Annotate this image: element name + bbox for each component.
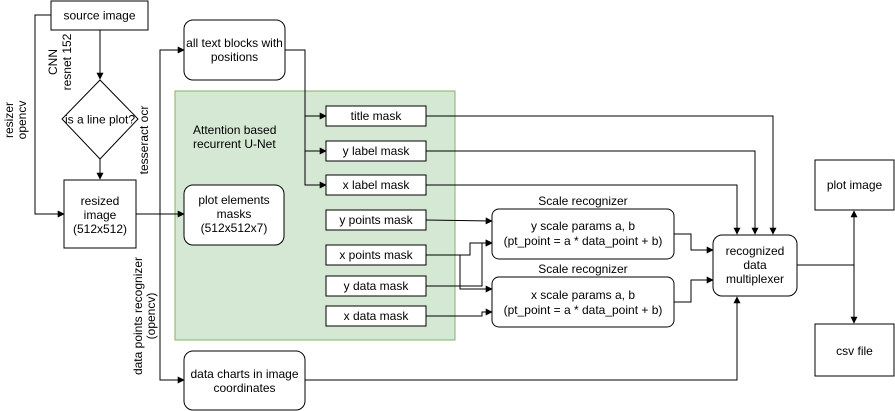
edge-title-mux bbox=[426, 115, 777, 235]
edge-ylabel-mux bbox=[426, 150, 759, 235]
edge-xdata-xscale bbox=[426, 308, 493, 317]
cnn-label-line2: resnet 152 bbox=[60, 33, 74, 90]
resized-image-line1: resized bbox=[81, 194, 120, 208]
x-scale-line1: x scale params a, b bbox=[531, 288, 635, 302]
text-blocks-line2: positions bbox=[211, 50, 258, 64]
resized-image-box bbox=[63, 179, 137, 249]
x-scale-box bbox=[491, 276, 675, 328]
points-recognizer-line1: data points recognizer bbox=[131, 257, 145, 375]
edge-source-resized bbox=[34, 14, 65, 218]
plot-image-box bbox=[814, 159, 895, 211]
edge-resized-datacharts bbox=[159, 214, 185, 384]
y-scale-box bbox=[491, 208, 675, 260]
text-blocks-box bbox=[183, 19, 286, 81]
cnn-label-line1: CNN bbox=[46, 49, 60, 75]
edge-ypoints-yscale bbox=[425, 217, 493, 225]
x-data-mask-box bbox=[325, 305, 427, 327]
y-label-mask-label: y label mask bbox=[343, 144, 411, 158]
multiplexer-line1: recognized bbox=[726, 244, 785, 258]
edge-yscale-mux bbox=[674, 233, 714, 254]
line-plot-classifier bbox=[61, 79, 139, 160]
multiplexer-box bbox=[712, 234, 798, 297]
resized-image-line3: (512x512) bbox=[73, 222, 127, 236]
edge-xlabel-mux bbox=[426, 184, 741, 235]
title-mask-label: title mask bbox=[351, 109, 403, 123]
y-label-mask-box bbox=[325, 140, 427, 162]
data-charts-line2: coordinates bbox=[213, 381, 275, 395]
plot-masks-line3: (512x512x7) bbox=[201, 221, 268, 235]
tesseract-label: tesseract ocr bbox=[137, 106, 151, 175]
y-scale-line1: y scale params a, b bbox=[531, 219, 635, 233]
data-charts-box bbox=[183, 350, 306, 411]
y-data-mask-label: y data mask bbox=[344, 279, 410, 293]
x-scale-header: Scale recognizer bbox=[538, 262, 627, 276]
edge-xscale-mux bbox=[674, 276, 714, 303]
source-image-label: source image bbox=[63, 9, 135, 23]
text-blocks-line1: all text blocks with bbox=[186, 36, 283, 50]
edge-ydata-yscale bbox=[426, 239, 493, 287]
plot-image-label: plot image bbox=[827, 178, 883, 192]
csv-file-box bbox=[814, 323, 895, 377]
y-scale-line2: (pt_point = a * data_point + b) bbox=[504, 234, 663, 248]
resized-image-line2: image bbox=[84, 208, 117, 222]
data-charts-line1: data charts in image bbox=[190, 367, 298, 381]
resizer-label-line1: resizer bbox=[2, 102, 16, 138]
plot-masks-line1: plot elements bbox=[198, 193, 269, 207]
x-points-mask-label: x points mask bbox=[339, 248, 413, 262]
unet-title-line2: recurrent U-Net bbox=[193, 137, 276, 151]
x-data-mask-label: x data mask bbox=[344, 309, 410, 323]
multiplexer-line2: data bbox=[743, 258, 767, 272]
line-plot-classifier-label: is a line plot? bbox=[65, 113, 135, 127]
multiplexer-line3: multiplexer bbox=[726, 272, 784, 286]
points-recognizer-line2: (opencv) bbox=[144, 293, 158, 340]
x-points-mask-box bbox=[325, 244, 427, 266]
edge-resized-textblocks bbox=[136, 46, 185, 215]
resizer-label-line2: opencv bbox=[15, 101, 29, 140]
plot-masks-line2: masks bbox=[217, 207, 252, 221]
title-mask-box bbox=[325, 105, 427, 127]
edge-datacharts-mux bbox=[305, 296, 741, 381]
edge-text-xlabel bbox=[304, 151, 327, 189]
y-points-mask-box bbox=[325, 209, 427, 231]
y-data-mask-box bbox=[325, 275, 427, 297]
y-points-mask-label: y points mask bbox=[339, 213, 413, 227]
edge-xpoints-xscale bbox=[426, 254, 493, 293]
edges bbox=[34, 14, 858, 384]
csv-file-label: csv file bbox=[836, 344, 873, 358]
x-label-mask-box bbox=[325, 174, 427, 196]
source-image-box bbox=[50, 0, 149, 31]
y-scale-header: Scale recognizer bbox=[538, 194, 627, 208]
unet-title-line1: Attention based bbox=[193, 123, 276, 137]
x-label-mask-label: x label mask bbox=[343, 178, 411, 192]
plot-masks-box bbox=[183, 184, 285, 246]
x-scale-line2: (pt_point = a * data_point + b) bbox=[504, 303, 663, 317]
edge-text-title bbox=[285, 49, 327, 120]
